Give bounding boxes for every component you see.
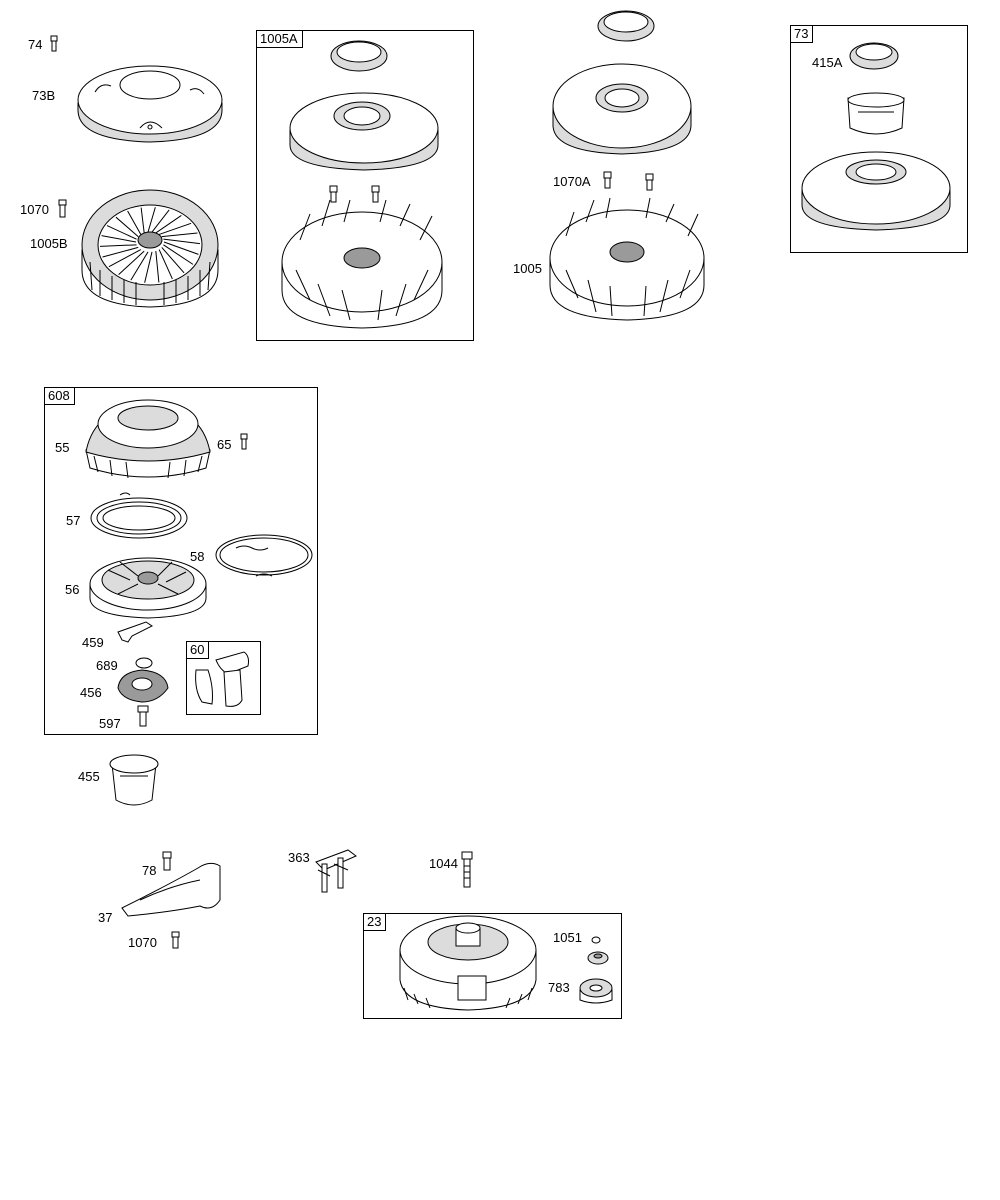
label-74: 74 xyxy=(28,37,43,52)
kit-box-23-label: 23 xyxy=(364,914,387,931)
fan-blade xyxy=(102,246,139,258)
fan-blade xyxy=(140,207,145,233)
kit-box-1005a-label: 1005A xyxy=(257,31,303,48)
starter-608-parts xyxy=(85,399,313,727)
bolt-1044 xyxy=(461,851,473,888)
label-597: 597 xyxy=(99,716,121,731)
fan-1005b-blades xyxy=(100,207,201,283)
label-1044: 1044 xyxy=(429,856,458,871)
shield-37 xyxy=(121,851,221,949)
label-415a: 415A xyxy=(812,55,843,70)
fan-blade xyxy=(161,232,198,238)
kit-box-608-label: 608 xyxy=(45,388,75,405)
fan-blade xyxy=(159,222,192,235)
fan-blade xyxy=(163,244,194,265)
fan-blade xyxy=(161,247,185,274)
label-689: 689 xyxy=(96,658,118,673)
fan-blade xyxy=(163,241,199,255)
label-56: 56 xyxy=(65,582,80,597)
cup-455 xyxy=(109,754,159,806)
fan-blade xyxy=(108,249,142,268)
kit-box-73-label: 73 xyxy=(791,26,814,43)
kit-box-1005a: 1005A xyxy=(256,30,474,341)
label-1005: 1005 xyxy=(513,261,542,276)
fan-blade xyxy=(106,225,137,240)
label-1070a: 1070A xyxy=(553,174,591,189)
fan-blade xyxy=(147,207,156,233)
label-363: 363 xyxy=(288,850,310,865)
handle-60-parts xyxy=(195,651,249,707)
label-455: 455 xyxy=(78,769,100,784)
fan-blade xyxy=(115,216,139,237)
kit-box-73: 73 xyxy=(790,25,968,253)
label-37: 37 xyxy=(98,910,113,925)
label-1070: 1070 xyxy=(20,202,49,217)
kit-box-608: 608 xyxy=(44,387,318,735)
fan-blade xyxy=(118,250,145,275)
fan-blade xyxy=(155,215,182,234)
fan-blade xyxy=(155,251,160,283)
bracket-363 xyxy=(315,849,357,893)
kit-73-parts xyxy=(801,42,951,231)
flywheel-23-parts xyxy=(399,915,613,1011)
screw-1070a xyxy=(58,199,67,218)
label-55: 55 xyxy=(55,440,70,455)
fan-blade xyxy=(151,209,170,233)
kit-1005a-parts xyxy=(281,40,443,329)
fan-blade xyxy=(144,251,153,283)
label-58: 58 xyxy=(190,549,205,564)
cover-73b xyxy=(77,65,223,143)
label-1051: 1051 xyxy=(553,930,582,945)
fan-blade xyxy=(127,210,142,235)
kit-box-23: 23 xyxy=(363,913,622,1019)
kit-box-60-label: 60 xyxy=(187,642,210,659)
label-456: 456 xyxy=(80,685,102,700)
fan-blade xyxy=(130,251,149,281)
label-78: 78 xyxy=(142,863,157,878)
fan-blade xyxy=(158,249,173,280)
fan-1005b xyxy=(81,189,219,308)
label-65: 65 xyxy=(217,437,232,452)
screw-74 xyxy=(50,35,58,52)
label-57: 57 xyxy=(66,513,81,528)
middle-assembly xyxy=(549,10,705,321)
kit-box-60: 60 xyxy=(186,641,261,715)
fan-blade xyxy=(101,235,137,243)
label-1005b: 1005B xyxy=(30,236,68,251)
label-1070-lower: 1070 xyxy=(128,935,157,950)
label-459: 459 xyxy=(82,635,104,650)
fan-blade xyxy=(163,238,201,245)
label-73b: 73B xyxy=(32,88,56,103)
label-783: 783 xyxy=(548,980,570,995)
fan-blade xyxy=(100,244,137,247)
